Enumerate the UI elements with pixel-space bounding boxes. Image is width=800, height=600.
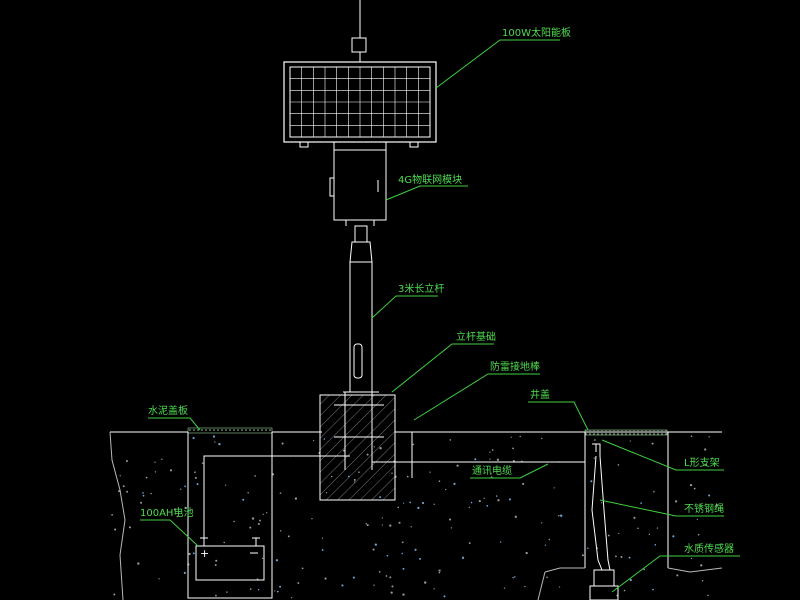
label-solar-panel: 100W太阳能板 — [502, 26, 571, 39]
label-water-sensor: 水质传感器 — [684, 542, 734, 555]
pole-foundation — [319, 392, 396, 501]
water-sensor — [589, 443, 619, 600]
label-well-cover: 井盖 — [530, 388, 550, 401]
label-steel-wire: 不锈钢绳 — [684, 502, 724, 515]
leader-lines — [140, 39, 740, 593]
mast-clamp — [351, 37, 367, 53]
label-l-bracket: L形支架 — [684, 457, 720, 469]
label-comm-cable: 通讯电缆 — [472, 464, 512, 477]
lightning-rod — [395, 431, 413, 478]
pole — [343, 225, 379, 393]
label-battery: 100AH电池 — [140, 506, 193, 519]
svg-text:+: + — [200, 547, 209, 560]
battery-pit: + — [187, 427, 273, 599]
label-lightning-rod: 防雷接地棒 — [490, 360, 540, 373]
label-iot-module: 4G物联网模块 — [398, 173, 462, 186]
soil-texture — [111, 435, 719, 599]
label-pole: 3米长立杆 — [398, 282, 444, 295]
ground-line — [109, 431, 545, 600]
solar-panel — [283, 61, 437, 148]
label-pole-foundation: 立杆基础 — [456, 330, 496, 343]
well — [537, 429, 723, 600]
label-cement-cover: 水泥盖板 — [148, 404, 188, 417]
iot-module-box — [329, 142, 387, 226]
